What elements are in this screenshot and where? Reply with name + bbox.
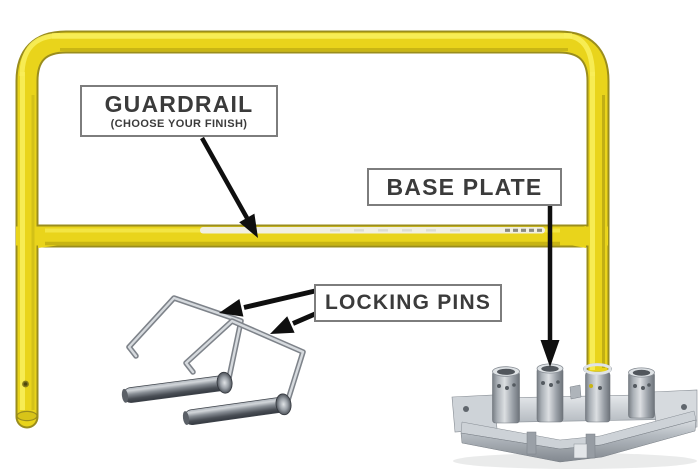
mid-rail-right-joint <box>556 226 586 248</box>
pin-body <box>184 396 288 426</box>
base-plate-socket <box>628 367 655 419</box>
base-plate-socket <box>536 363 564 423</box>
guardrail-arrow <box>200 136 258 238</box>
mid-rail-sticker <box>200 227 545 234</box>
locking-pins-label-title: LOCKING PINS <box>324 290 492 314</box>
base-plate-arrow <box>540 206 560 367</box>
guardrail-label: GUARDRAIL (CHOOSE YOUR FINISH) <box>80 85 278 137</box>
guardrail-label-title: GUARDRAIL <box>104 90 254 117</box>
locking-pin-2 <box>182 318 306 426</box>
locking-pins-arrow-lower <box>270 311 316 334</box>
locking-pins-label: LOCKING PINS <box>314 284 502 322</box>
base-plate <box>451 363 698 469</box>
base-plate-socket-with-leg <box>583 363 612 423</box>
pin-body <box>123 375 229 403</box>
pin-collar <box>275 393 292 416</box>
locking-pins-arrow-upper <box>219 288 316 317</box>
pin-collar <box>216 371 233 394</box>
guardrail-frame <box>15 30 610 429</box>
base-plate-socket <box>492 366 520 424</box>
callout-arrows <box>200 136 560 367</box>
base-plate-front-face <box>460 419 697 463</box>
guardrail-label-subtitle: (CHOOSE YOUR FINISH) <box>110 117 248 130</box>
base-plate-label-title: BASE PLATE <box>386 173 543 200</box>
leg-pin-hole <box>22 380 29 388</box>
locking-pin-1 <box>121 295 244 403</box>
left-leg-end-cap <box>16 410 38 422</box>
base-plate-shadow <box>453 453 697 469</box>
base-plate-label: BASE PLATE <box>367 168 562 206</box>
